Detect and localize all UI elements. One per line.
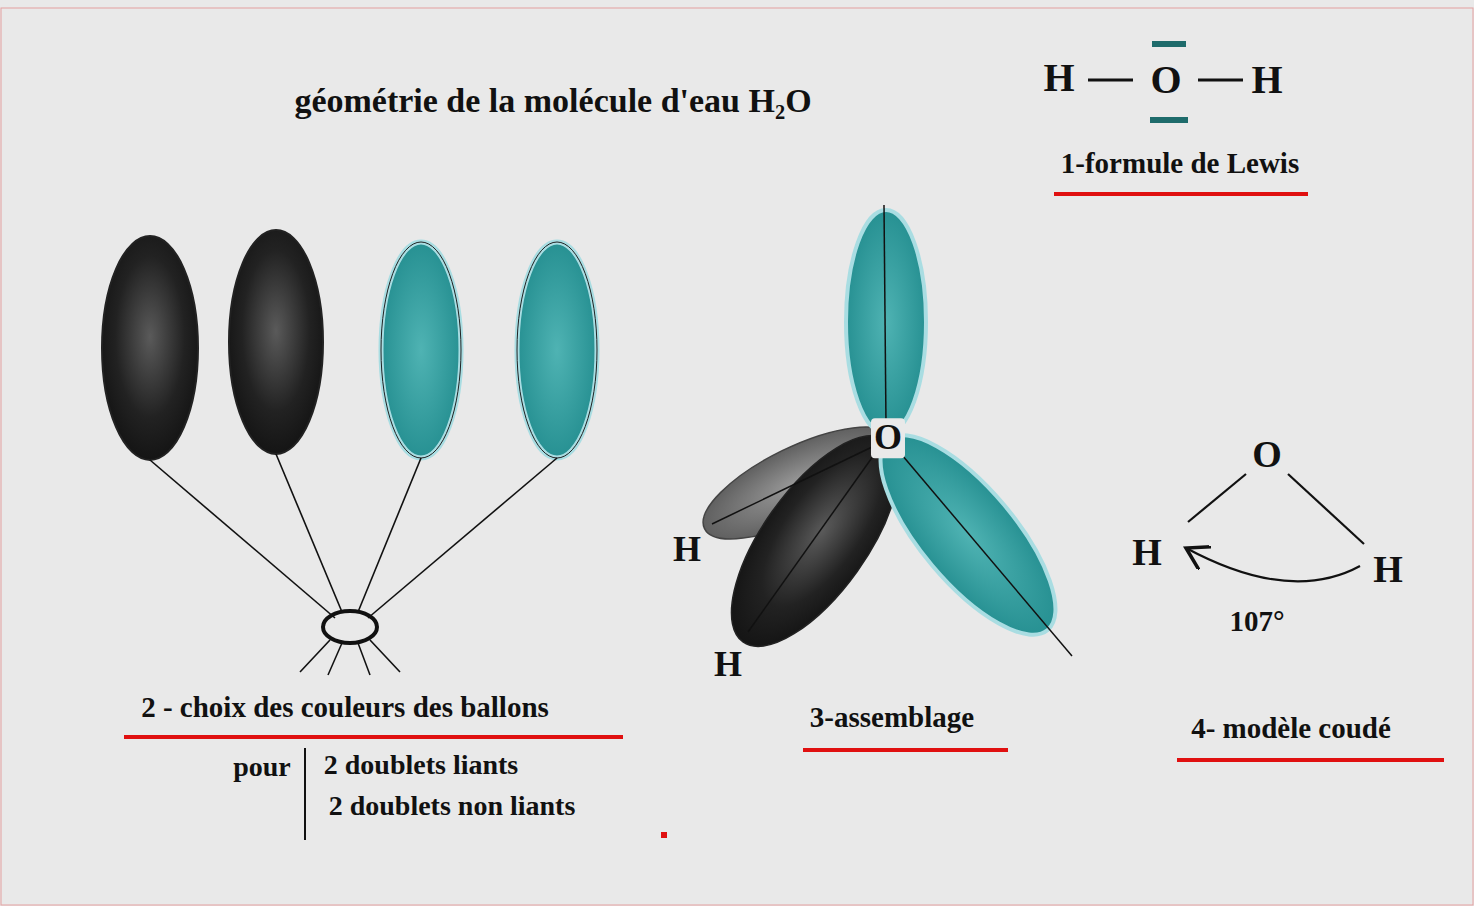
angle-value: 107°: [1229, 606, 1284, 638]
atom-symbol: H: [1043, 56, 1074, 100]
note: pour: [233, 752, 291, 783]
balloon-strings: [150, 454, 557, 675]
atom-symbol: O: [871, 418, 905, 458]
step-label: 2 - choix des couleurs des ballons: [141, 692, 549, 724]
balloons: [102, 230, 597, 460]
frame: [1, 8, 1473, 905]
step-label: 1-formule de Lewis: [1061, 148, 1299, 180]
atom-symbol: H: [714, 645, 742, 685]
atom-symbol: O: [1252, 434, 1282, 476]
axis-lines: [712, 205, 1072, 656]
bracket: [304, 748, 306, 840]
red-dot: [661, 832, 667, 838]
title: géométrie de la molécule d'eau H₂O: [294, 82, 811, 119]
atom-symbol: H: [673, 530, 701, 570]
atom-symbol: H: [1373, 549, 1403, 591]
underlines: [124, 194, 1444, 760]
atom-symbol: O: [1150, 58, 1181, 102]
note: 2 doublets non liants: [329, 791, 576, 822]
assembled-lobes: [689, 210, 1084, 672]
lone-pair-bars: [1150, 44, 1188, 120]
atom-symbol: H: [1251, 58, 1282, 102]
note: 2 doublets liants: [324, 750, 519, 781]
atom-symbol: H: [1132, 532, 1162, 574]
step-label: 3-assemblage: [810, 702, 974, 734]
bent-model: [1186, 474, 1364, 581]
step-label: 4- modèle coudé: [1191, 713, 1391, 745]
